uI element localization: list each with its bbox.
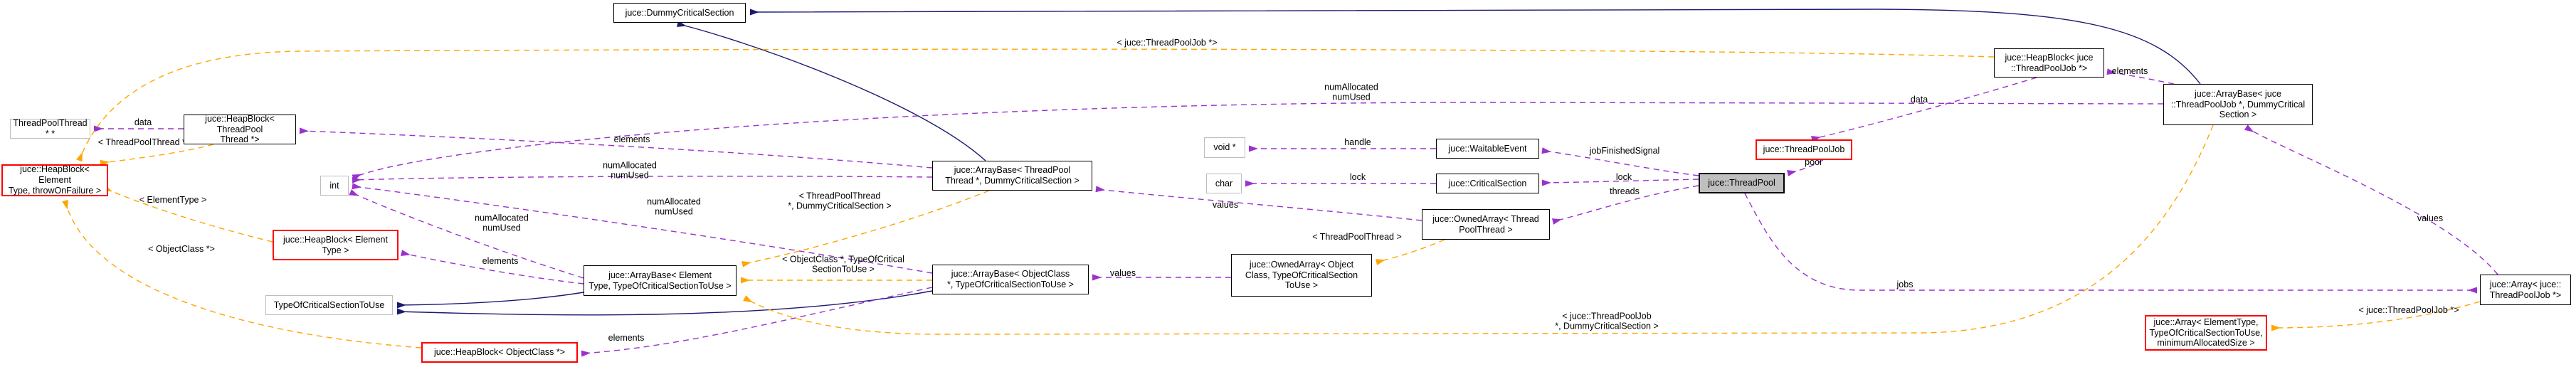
diagram-node-tptpp[interactable]: ThreadPoolThread * * — [10, 118, 90, 139]
diagram-node-tocstu[interactable]: TypeOfCriticalSectionToUse — [265, 295, 393, 315]
diagram-node-arr_tpj[interactable]: juce::Array< juce:: ThreadPoolJob *> — [2480, 275, 2571, 305]
edge-ab_tpt-num-int — [352, 176, 933, 184]
edge-ab_tpj-elements-hb_tpj — [2106, 68, 2175, 85]
diagram-node-ab_oc[interactable]: juce::ArrayBase< ObjectClass *, TypeOfCr… — [932, 265, 1089, 294]
edge-arr_tpj-tmpl-arr_et — [2271, 301, 2481, 331]
edge-ab_et-num-int — [349, 189, 584, 279]
edge-hb_oc-tmpl-hb_et_tof — [62, 199, 422, 349]
edge-hb_tpt-tmpl-hb_et_tof — [100, 144, 214, 166]
edge-ab_tpt-inherits-dummycs — [676, 21, 986, 161]
edge-tpj-pool-tp — [1787, 159, 1824, 176]
edge-tp-jobfinished-we — [1541, 147, 1699, 176]
diagram-node-tp[interactable]: juce::ThreadPool — [1699, 173, 1785, 193]
edge-ab_oc-elements-hb_oc — [581, 287, 933, 357]
diagram-node-hb_et_tof[interactable]: juce::HeapBlock< Element Type, throwOnFa… — [1, 164, 108, 196]
diagram-node-we[interactable]: juce::WaitableEvent — [1436, 139, 1539, 159]
diagram-node-ab_tpt[interactable]: juce::ArrayBase< ThreadPool Thread *, Du… — [932, 161, 1092, 191]
diagram-node-char[interactable]: char — [1206, 174, 1242, 193]
edge-ab_oc-inherits-tocstu — [396, 290, 933, 316]
edge-tp-threads-oa_tpt — [1551, 185, 1699, 225]
edge-hb_tpj-tmpl-hb_et_tof — [76, 48, 1995, 162]
diagram-node-hb_et[interactable]: juce::HeapBlock< Element Type > — [273, 230, 398, 260]
edge-ab_tpj-inherits-dummycs — [749, 9, 2201, 85]
edge-tp-lock-cs — [1541, 179, 1699, 186]
diagram-node-cs[interactable]: juce::CriticalSection — [1436, 174, 1539, 193]
diagram-node-oa_tpt[interactable]: juce::OwnedArray< Thread PoolThread > — [1422, 209, 1550, 240]
diagram-node-ab_et[interactable]: juce::ArrayBase< Element Type, TypeOfCri… — [584, 265, 737, 296]
diagram-node-voidp[interactable]: void * — [1204, 137, 1245, 158]
diagram-node-tpj[interactable]: juce::ThreadPoolJob — [1756, 139, 1852, 160]
diagram-node-oa_oc[interactable]: juce::OwnedArray< Object Class, TypeOfCr… — [1231, 254, 1372, 297]
edge-oa_tpt-values-ab_tpt — [1095, 186, 1422, 221]
diagram-node-hb_oc[interactable]: juce::HeapBlock< ObjectClass *> — [421, 342, 578, 363]
edge-oa_tpt-tmpl-oa_oc — [1375, 239, 1445, 265]
edge-ab_tpj-tmpl-ab_et — [743, 124, 2214, 335]
diagram-node-hb_tpt[interactable]: juce::HeapBlock< ThreadPool Thread *> — [184, 114, 296, 144]
diagram-node-dummycs[interactable]: juce::DummyCriticalSection — [613, 3, 746, 23]
edge-tp-jobs-arr_tpj — [1744, 193, 2477, 294]
edge-ab_tpj-num-int — [352, 102, 2164, 181]
edge-hb_tpj-data-tpj — [1811, 77, 2037, 142]
edge-ab_tpt-tmpl-ab_et — [741, 190, 990, 267]
diagram-node-ab_tpj[interactable]: juce::ArrayBase< juce ::ThreadPoolJob *,… — [2163, 84, 2313, 125]
edge-ab_tpt-elements-hb_tpt — [299, 127, 933, 169]
edge-hb_et-tmpl-hb_et_tof — [102, 185, 273, 243]
edge-ab_oc-num-int — [352, 183, 933, 274]
diagram-node-hb_tpj[interactable]: juce::HeapBlock< juce ::ThreadPoolJob *> — [1994, 48, 2104, 78]
edge-ab_et-inherits-tocstu — [396, 292, 584, 309]
diagram-node-int[interactable]: int — [320, 176, 349, 196]
edge-arr_tpj-values-ab_tpj — [2244, 124, 2498, 275]
diagram-node-arr_et[interactable]: juce::Array< ElementType, TypeOfCritical… — [2145, 315, 2267, 351]
edge-ab_et-elements-hb_et — [401, 250, 584, 284]
